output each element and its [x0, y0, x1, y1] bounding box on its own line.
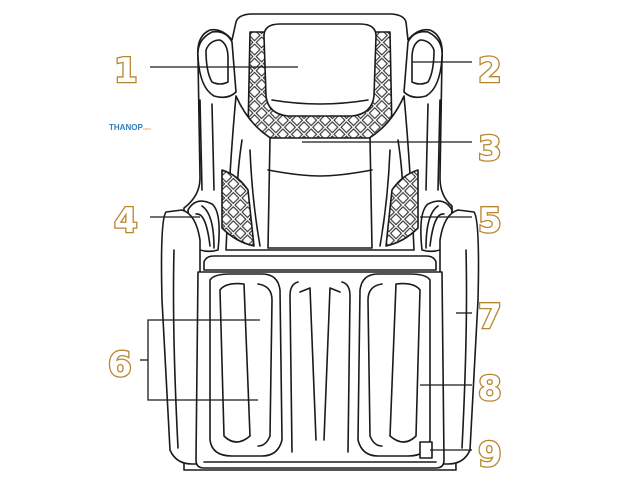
callout-number-8: 8 [478, 369, 502, 409]
chair-illustration [160, 13, 480, 471]
callout-number-3: 3 [478, 129, 502, 169]
callout-number-9: 9 [478, 435, 502, 475]
left-leg-channel [209, 273, 283, 457]
left-armrest-body [160, 209, 201, 465]
right-shoulder-wing [403, 30, 444, 191]
callout-number-2: 2 [478, 51, 502, 91]
callout-lines [140, 61, 472, 451]
logo-text: THANOP [109, 123, 143, 132]
callout-number-1: 1 [114, 51, 138, 91]
logo-suffix: .com [142, 126, 151, 131]
headrest-pillow [263, 23, 377, 117]
callout-number-6: 6 [108, 345, 132, 385]
callout-number-4: 4 [114, 201, 138, 241]
leg-rest [195, 271, 445, 469]
callout-number-5: 5 [478, 201, 502, 241]
right-side-quilt [385, 169, 419, 247]
callout-numbers: 1 2 3 4 5 6 7 8 9 [107, 50, 503, 477]
right-armrest-body [439, 209, 480, 465]
callout-number-7: 7 [478, 297, 502, 337]
backrest-panel [267, 137, 373, 249]
left-side-quilt [221, 169, 255, 247]
foot-wheel [419, 441, 433, 459]
seat-edge [203, 255, 437, 271]
logo: THANOP .com [109, 123, 151, 132]
